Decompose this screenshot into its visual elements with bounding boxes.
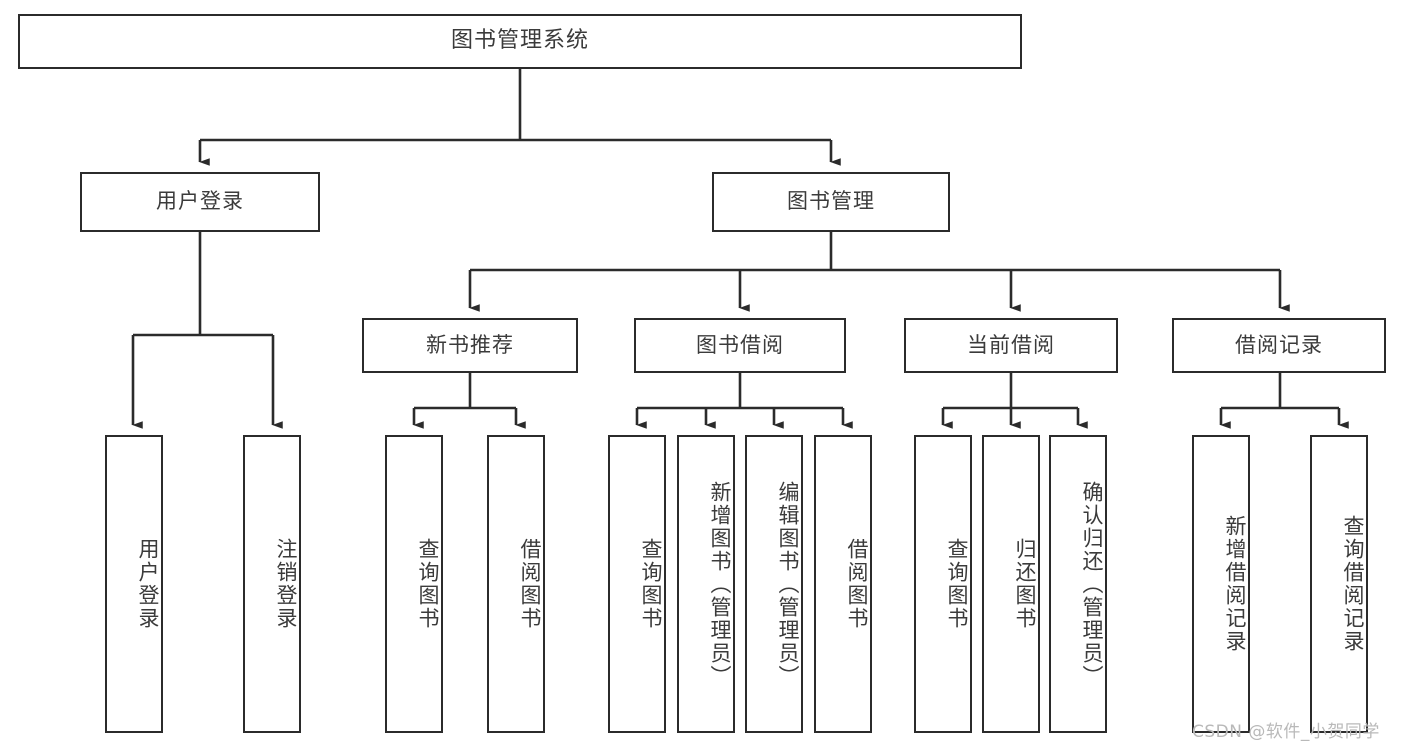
leaf-node-label: 新增图书（管理员） [708, 480, 732, 688]
leaf-node[interactable]: 新增图书（管理员） [677, 435, 735, 733]
leaf-node-label: 编辑图书（管理员） [776, 480, 800, 688]
leaf-node-label: 新增借阅记录 [1223, 515, 1247, 653]
leaf-node-label: 归还图书 [1013, 538, 1037, 630]
node-borrow-record-label: 借阅记录 [1235, 332, 1323, 357]
node-current-borrow[interactable]: 当前借阅 [904, 318, 1118, 373]
leaf-node[interactable]: 用户登录 [105, 435, 163, 733]
leaf-node-label: 借阅图书 [518, 538, 542, 630]
node-user-login[interactable]: 用户登录 [80, 172, 320, 232]
node-book-management[interactable]: 图书管理 [712, 172, 950, 232]
leaf-node[interactable]: 借阅图书 [487, 435, 545, 733]
leaf-node-label: 查询借阅记录 [1341, 515, 1365, 653]
leaf-node[interactable]: 查询图书 [608, 435, 666, 733]
leaf-node[interactable]: 注销登录 [243, 435, 301, 733]
leaf-node[interactable]: 确认归还（管理员） [1049, 435, 1107, 733]
node-new-book-recommend[interactable]: 新书推荐 [362, 318, 578, 373]
leaf-node-label: 查询图书 [945, 538, 969, 630]
node-root-label: 图书管理系统 [450, 28, 589, 54]
csdn-watermark: CSDN @软件_小贺同学 [1192, 722, 1380, 742]
node-book-borrow-label: 图书借阅 [696, 332, 784, 357]
leaf-node[interactable]: 查询借阅记录 [1310, 435, 1368, 733]
leaf-node-label: 查询图书 [416, 538, 440, 630]
leaf-node-label: 查询图书 [639, 538, 663, 630]
leaf-node-label: 借阅图书 [845, 538, 869, 630]
leaf-node[interactable]: 查询图书 [385, 435, 443, 733]
node-new-book-recommend-label: 新书推荐 [426, 332, 514, 357]
leaf-node[interactable]: 借阅图书 [814, 435, 872, 733]
leaf-node[interactable]: 归还图书 [982, 435, 1040, 733]
leaf-node-label: 注销登录 [274, 538, 298, 630]
leaf-node-label: 用户登录 [136, 538, 160, 630]
node-book-borrow[interactable]: 图书借阅 [634, 318, 846, 373]
node-current-borrow-label: 当前借阅 [967, 332, 1055, 357]
node-root[interactable]: 图书管理系统 [18, 14, 1022, 69]
leaf-node[interactable]: 编辑图书（管理员） [745, 435, 803, 733]
node-book-management-label: 图书管理 [787, 189, 875, 214]
leaf-node[interactable]: 查询图书 [914, 435, 972, 733]
node-user-login-label: 用户登录 [156, 189, 244, 214]
leaf-node-label: 确认归还（管理员） [1080, 480, 1104, 688]
node-borrow-record[interactable]: 借阅记录 [1172, 318, 1386, 373]
leaf-node[interactable]: 新增借阅记录 [1192, 435, 1250, 733]
